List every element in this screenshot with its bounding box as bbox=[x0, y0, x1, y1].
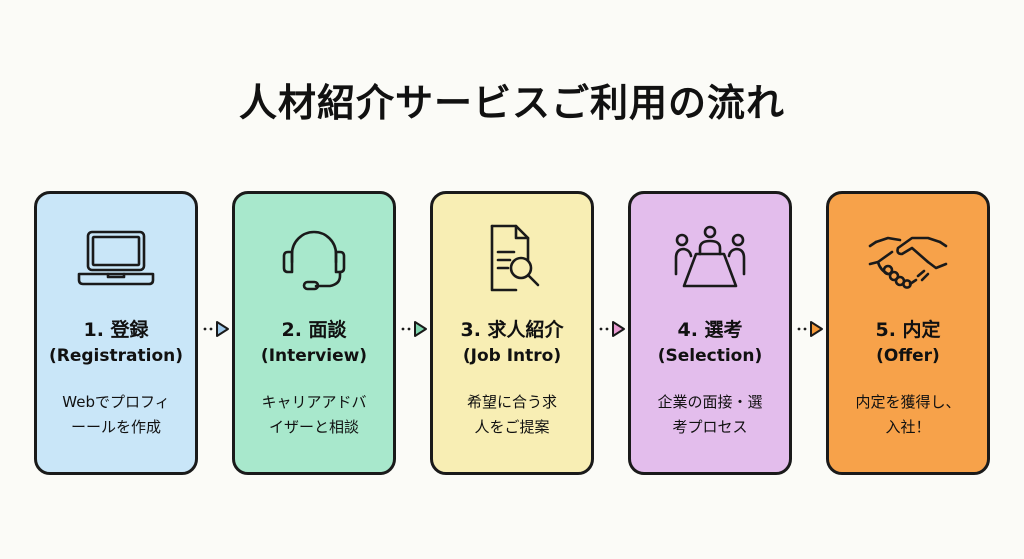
document-search-icon bbox=[470, 224, 554, 294]
step-description: Webでプロフィ ーールを作成 bbox=[62, 393, 170, 436]
step-subtitle: (Selection) bbox=[657, 346, 763, 366]
step-title: 3. 求人紹介 bbox=[460, 319, 564, 341]
arrow-connector bbox=[201, 319, 231, 339]
page-title: 人材紹介サービスご利用の流れ bbox=[238, 81, 785, 125]
step-title: 2. 面談 bbox=[281, 319, 347, 341]
step-subtitle: (Interview) bbox=[260, 346, 368, 366]
step-title: 5. 内定 bbox=[875, 319, 941, 341]
step-subtitle: (Job Intro) bbox=[462, 346, 562, 366]
arrow-connector bbox=[795, 319, 825, 339]
meeting-icon bbox=[668, 224, 752, 294]
step-card-offer: 5. 内定 (Offer) 内定を獲得し、 入社！ bbox=[826, 191, 990, 475]
arrow-connector bbox=[597, 319, 627, 339]
step-description: 希望に合う求 人をご提案 bbox=[466, 393, 557, 436]
step-card-interview: 2. 面談 (Interview) キャリアアドバ イザーと相談 bbox=[232, 191, 396, 475]
step-card-selection: 4. 選考 (Selection) 企業の面接・選 考プロセス bbox=[628, 191, 792, 475]
step-card-job-intro: 3. 求人紹介 (Job Intro) 希望に合う求 人をご提案 bbox=[430, 191, 594, 475]
step-title: 1. 登録 bbox=[83, 319, 149, 341]
headset-icon bbox=[272, 224, 356, 294]
step-card-registration: 1. 登録 (Registration) Webでプロフィ ーールを作成 bbox=[34, 191, 198, 475]
step-description: 内定を獲得し、 入社！ bbox=[855, 393, 961, 436]
step-subtitle: (Offer) bbox=[876, 346, 940, 366]
step-description: 企業の面接・選 考プロセス bbox=[657, 393, 763, 436]
step-subtitle: (Registration) bbox=[49, 346, 183, 366]
arrow-connector bbox=[399, 319, 429, 339]
process-flow: 1. 登録 (Registration) Webでプロフィ ーールを作成 2. … bbox=[34, 191, 994, 475]
handshake-icon bbox=[866, 224, 950, 294]
step-description: キャリアアドバ イザーと相談 bbox=[261, 393, 367, 436]
laptop-icon bbox=[74, 224, 158, 294]
step-title: 4. 選考 bbox=[677, 319, 743, 341]
